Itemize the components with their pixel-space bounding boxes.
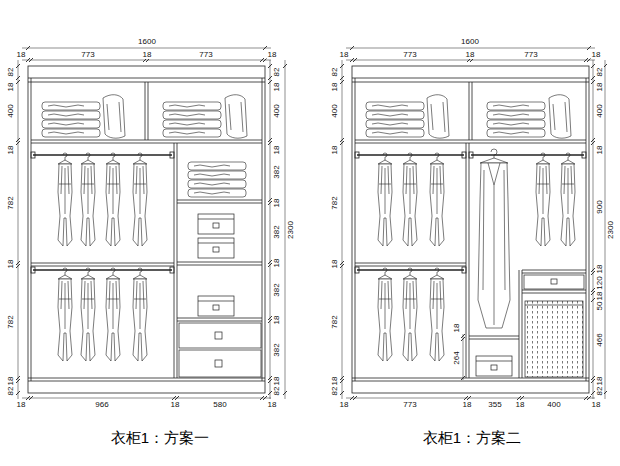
dimension-value: 18 (331, 82, 339, 93)
dimension-value: 18 (170, 401, 181, 409)
cabinet-one (28, 66, 265, 393)
dimension-value: 400 (331, 103, 339, 118)
dimension-value: 466 (596, 332, 604, 347)
dimension-value: 18 (465, 51, 476, 59)
dimension-value: 18 (267, 401, 278, 409)
dimension-value: 773 (198, 51, 213, 59)
dimension-value: 82 (273, 67, 281, 78)
dimension-value: 773 (402, 401, 417, 409)
dimension-value: 18 (515, 401, 526, 409)
dimension-value: 773 (80, 51, 95, 59)
dimension-value: 2300 (287, 220, 295, 240)
dimension-value: 382 (273, 164, 281, 179)
dimension-value: 18 (273, 258, 281, 269)
dimension-value: 400 (546, 401, 561, 409)
dimension-line (16, 46, 607, 400)
dimension-value: 18 (267, 51, 278, 59)
dimension-value: 382 (273, 282, 281, 297)
dimension-value: 18 (7, 145, 15, 156)
hanging-rod (31, 152, 174, 273)
coat (478, 149, 510, 328)
dimension-value: 82 (331, 67, 339, 78)
dimension-value: 18 (453, 323, 461, 334)
hanging-rod (355, 152, 586, 273)
drawing-caption: 衣柜1：方案一 (110, 430, 210, 445)
dimension-value: 900 (596, 199, 604, 214)
dimension-value: 82 (596, 67, 604, 78)
dimension-value: 18 (339, 401, 350, 409)
dimension-value: 382 (273, 342, 281, 357)
dimension-value: 82 (596, 386, 604, 397)
dimension-value: 82 (7, 386, 15, 397)
dimension-value: 18 (7, 259, 15, 270)
dimension-value: 1600 (460, 38, 480, 46)
dimension-value: 18 (273, 145, 281, 156)
drawer (179, 323, 261, 377)
dimension-value: 18 (331, 259, 339, 270)
dimension-value: 18 (273, 315, 281, 326)
dimension-value: 400 (273, 103, 281, 118)
dimension-value: 18 (16, 401, 27, 409)
dimension-value: 966 (94, 401, 109, 409)
dimension-value: 2300 (607, 220, 615, 240)
dimension-value: 18 (596, 82, 604, 93)
dimension-value: 580 (212, 401, 227, 409)
dimension-value: 773 (523, 51, 538, 59)
dimension-value: 400 (596, 103, 604, 118)
dimension-value: 82 (273, 386, 281, 397)
dimension-value: 18 (339, 51, 350, 59)
dimension-value: 120 (596, 275, 604, 290)
dimension-value: 18 (331, 145, 339, 156)
drawer (524, 275, 584, 377)
dimension-value: 18 (142, 51, 153, 59)
dimension-value: 18 (591, 51, 602, 59)
cabinet-two (352, 66, 589, 393)
dimension-value: 782 (7, 195, 15, 210)
dimension-value: 18 (596, 264, 604, 275)
dimension-value: 18 (591, 401, 602, 409)
dimension-value: 18 (273, 82, 281, 93)
dimension-value: 782 (331, 195, 339, 210)
dimension-value: 18 (16, 51, 27, 59)
dimension-value: 355 (487, 401, 502, 409)
dimension-value: 773 (402, 51, 417, 59)
clothes (42, 95, 247, 361)
dimension-value: 382 (273, 224, 281, 239)
dimension-value: 782 (331, 314, 339, 329)
dimension-value: 82 (331, 386, 339, 397)
dimension-value: 18 (462, 401, 473, 409)
dimension-value: 1600 (137, 38, 157, 46)
dimension-value: 18 (596, 145, 604, 156)
dimension-value: 50 (596, 301, 604, 312)
dimension-value: 400 (7, 103, 15, 118)
dimension-value: 18 (273, 198, 281, 209)
dimension-value: 264 (453, 350, 461, 365)
drawing-caption: 衣柜1：方案二 (422, 430, 522, 445)
dimension-value: 782 (7, 314, 15, 329)
dimension-value: 82 (7, 67, 15, 78)
dimension-value: 18 (7, 82, 15, 93)
